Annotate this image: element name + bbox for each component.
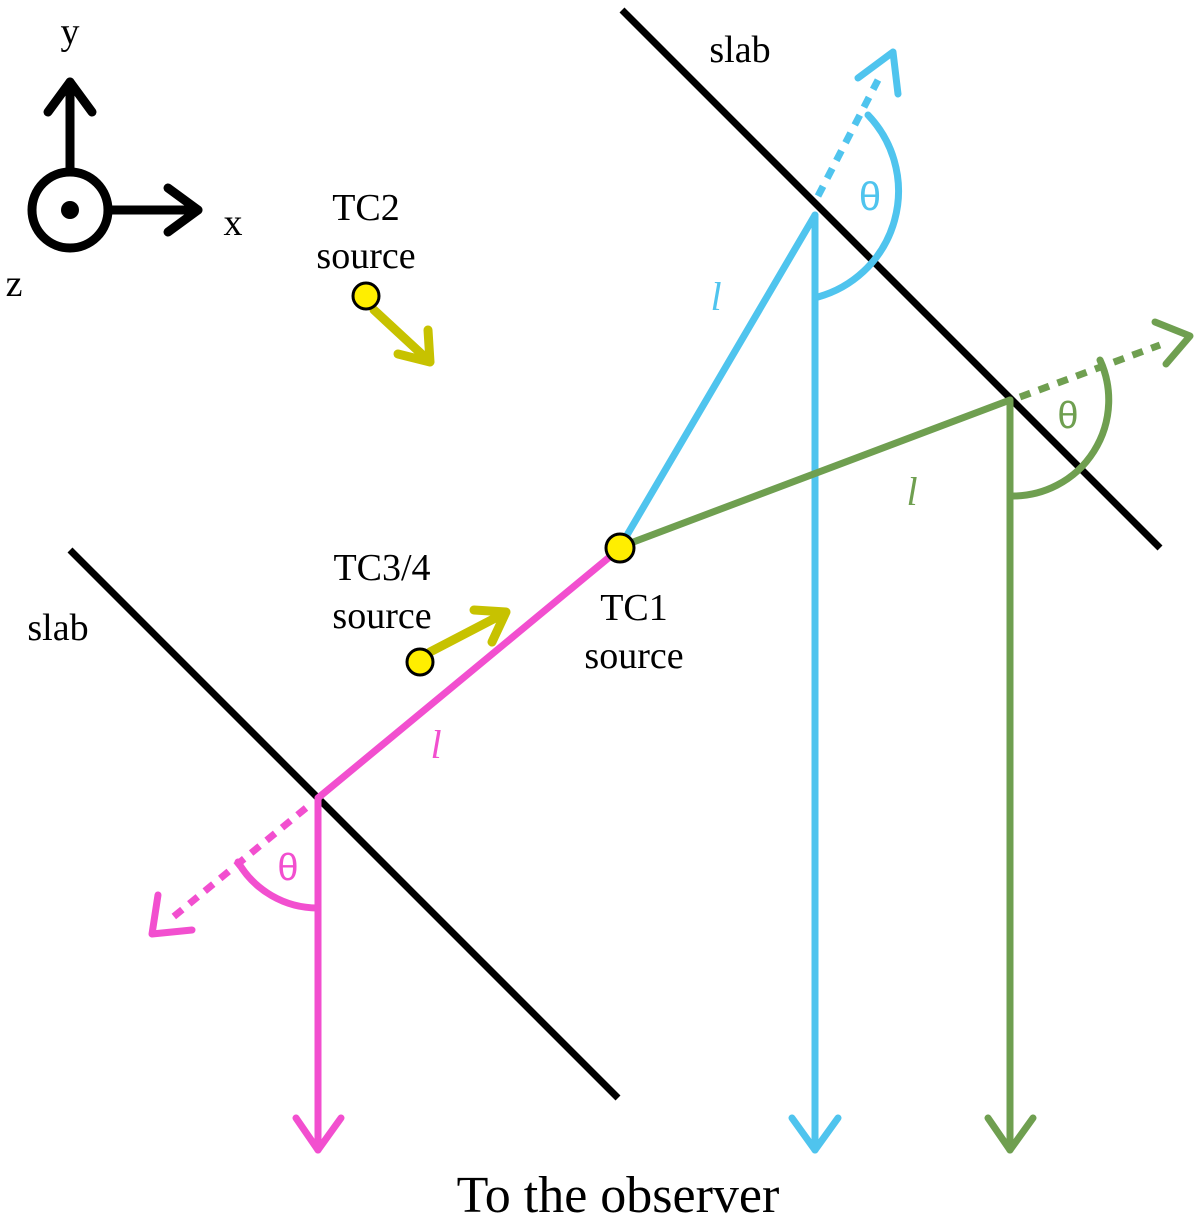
magenta-normal-arrowhead [148, 891, 196, 938]
z-axis-dot [61, 201, 79, 219]
blue-normal-arrowhead [854, 48, 902, 98]
tc2-source-label-line2: source [316, 235, 415, 277]
tc34-source-label-line1: TC3/4 [333, 547, 430, 589]
green-theta-label: θ [1057, 395, 1078, 437]
source-velocity-arrow-icon [425, 605, 511, 657]
out-of-page-axis-icon [27, 167, 113, 253]
blue-theta-label: θ [859, 175, 881, 219]
blue-angle-arc [814, 111, 902, 301]
lower-slab-label: slab [27, 607, 88, 649]
magenta-ray [148, 546, 622, 1154]
blue-path-length-label: l [710, 274, 721, 319]
lower-slab [67, 547, 621, 1101]
tc34-source: TC3/4 source [332, 547, 511, 677]
x-axis-label: x [224, 202, 243, 244]
blue-normal-dotted [814, 78, 882, 198]
source-velocity-arrow-icon [369, 305, 435, 367]
magenta-angle-arc [234, 858, 322, 912]
z-axis-label: z [6, 263, 23, 305]
y-axis-arrowhead [43, 77, 97, 117]
upper-slab-label: slab [709, 29, 770, 71]
magenta-theta-label: θ [277, 847, 298, 889]
magenta-path-length-label: l [430, 722, 441, 767]
green-incident-path [616, 396, 1014, 551]
tc2-source-label-line1: TC2 [332, 187, 400, 229]
tc1-source-label-line1: TC1 [600, 587, 668, 629]
magenta-observer-arrowhead [292, 1114, 345, 1154]
blue-ray [616, 48, 902, 1154]
source-dot-icon [604, 532, 636, 564]
blue-incident-path [616, 211, 819, 551]
green-normal-dotted [1018, 341, 1162, 401]
y-axis-label: y [61, 11, 80, 53]
tc1-source: TC1 source [584, 532, 684, 677]
tc2-source: TC2 source [316, 187, 435, 367]
green-path-length-label: l [906, 469, 917, 514]
x-axis-arrowhead [163, 183, 203, 237]
blue-observer-arrowhead [788, 1114, 842, 1154]
upper-slab [619, 7, 1163, 551]
tc1-source-label-line2: source [584, 635, 683, 677]
green-normal-arrowhead [1151, 318, 1194, 368]
source-dot-icon [351, 281, 381, 311]
green-angle-arc [1010, 356, 1113, 500]
tc34-source-label-line2: source [332, 595, 431, 637]
coordinate-axes [27, 77, 203, 253]
green-observer-arrowhead [984, 1114, 1037, 1154]
source-dot-icon [405, 647, 435, 677]
magenta-incident-path [314, 546, 622, 802]
green-ray [616, 318, 1194, 1154]
observer-caption: To the observer [457, 1167, 780, 1224]
